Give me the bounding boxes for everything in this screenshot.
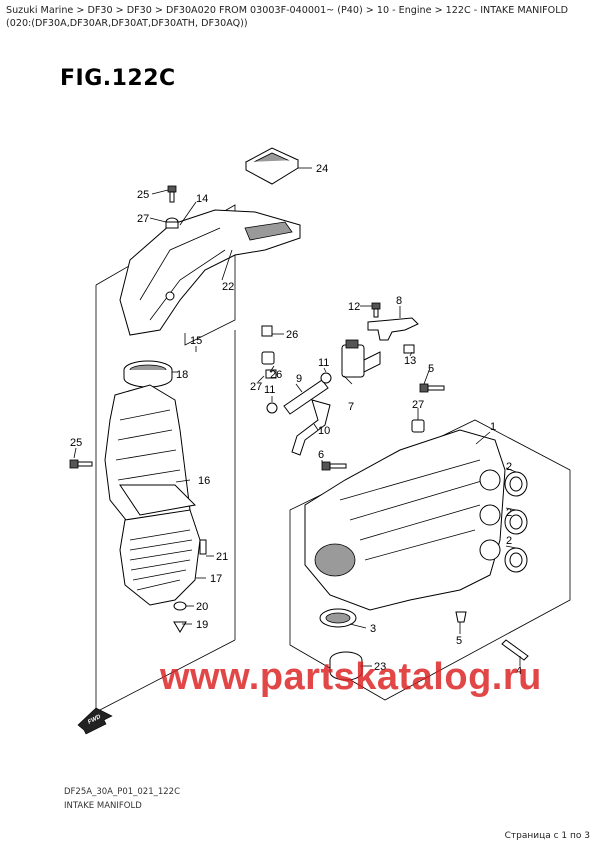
callout-6: 5 [456, 635, 462, 647]
callout-labels: 24 25 14 27 22 26 15 18 26 27 11 9 11 12… [70, 163, 522, 677]
part-19-clip [173, 621, 187, 633]
callout-25-left: 25 [70, 437, 82, 449]
callout-2-b: 2 [506, 507, 512, 519]
callout-21: 21 [216, 551, 228, 563]
callout-5-mid: 6 [318, 449, 324, 461]
callout-2-a: 2 [506, 461, 512, 473]
callout-9: 9 [296, 373, 302, 385]
part-13-nut [403, 344, 415, 354]
figure-title: FIG.122C [60, 66, 176, 91]
callout-11-right: 11 [318, 357, 329, 369]
part-17-silencer-lower [119, 509, 201, 606]
page-indicator: Страница с 1 по 3 [504, 831, 590, 841]
part-7-valve [341, 339, 381, 378]
part-21-screw [199, 539, 207, 555]
part-6-clip [455, 611, 467, 623]
callout-10: 10 [318, 425, 330, 437]
footer-name: INTAKE MANIFOLD [64, 801, 142, 811]
callout-17: 17 [210, 573, 222, 585]
part-8-bracket [367, 317, 419, 341]
part-25-bolt-left [69, 459, 93, 469]
footer-code: DF25A_30A_P01_021_122C [64, 787, 181, 797]
callout-19: 19 [196, 619, 208, 631]
callout-23: 23 [374, 661, 386, 673]
callout-8: 8 [396, 295, 402, 307]
part-5-bolt-right [419, 383, 445, 393]
part-9-hose [283, 379, 329, 415]
part-10-hose [291, 399, 331, 456]
callout-16: 16 [198, 475, 210, 487]
callout-27-right: 27 [412, 399, 424, 411]
breadcrumb: Suzuki Marine > DF30 > DF30 > DF30A020 F… [6, 5, 568, 29]
part-14-duct [119, 209, 301, 336]
callout-20: 20 [196, 601, 208, 613]
part-2-gaskets [504, 471, 528, 573]
watermark: www.partskatalog.ru [160, 656, 542, 698]
fwd-arrow-icon: FWD [77, 707, 113, 735]
part-4-stud [501, 639, 529, 661]
callout-2-c: 2 [506, 535, 512, 547]
part-25-bolt-top [167, 185, 177, 203]
callout-26-mid: 26 [270, 369, 282, 381]
callout-1: 1 [490, 421, 496, 433]
callout-3: 3 [370, 623, 376, 635]
callout-12: 12 [348, 301, 360, 313]
callout-27-top: 27 [137, 213, 149, 225]
part-20-collar [173, 601, 187, 611]
callout-22: 22 [222, 281, 234, 293]
part-23-ring [329, 651, 363, 681]
callout-14: 14 [196, 193, 208, 205]
callout-27-mid: 27 [250, 381, 262, 393]
callout-5-right: 5 [428, 363, 434, 375]
part-3-seal [319, 608, 357, 628]
callout-25-top: 25 [137, 189, 149, 201]
part-27-grommet-top [165, 217, 179, 229]
part-5-bolt-mid [321, 461, 347, 471]
callout-26-top: 26 [286, 329, 298, 341]
leader-lines [73, 167, 521, 667]
callout-13: 13 [404, 355, 416, 367]
callout-7: 7 [348, 401, 354, 413]
part-18-ring [123, 360, 173, 388]
callout-11-left: 11 [264, 384, 275, 396]
callout-4: 4 [516, 665, 522, 677]
callout-15: 15 [190, 335, 202, 347]
part-12-bolt [371, 302, 381, 318]
part-15-silencer [104, 384, 197, 526]
part-11-clamp [266, 372, 332, 414]
part-27-grommet-right [411, 419, 425, 433]
part-24-gasket [244, 147, 300, 185]
part-1-manifold [304, 429, 506, 611]
callout-24: 24 [316, 163, 328, 175]
callout-18: 18 [176, 369, 188, 381]
